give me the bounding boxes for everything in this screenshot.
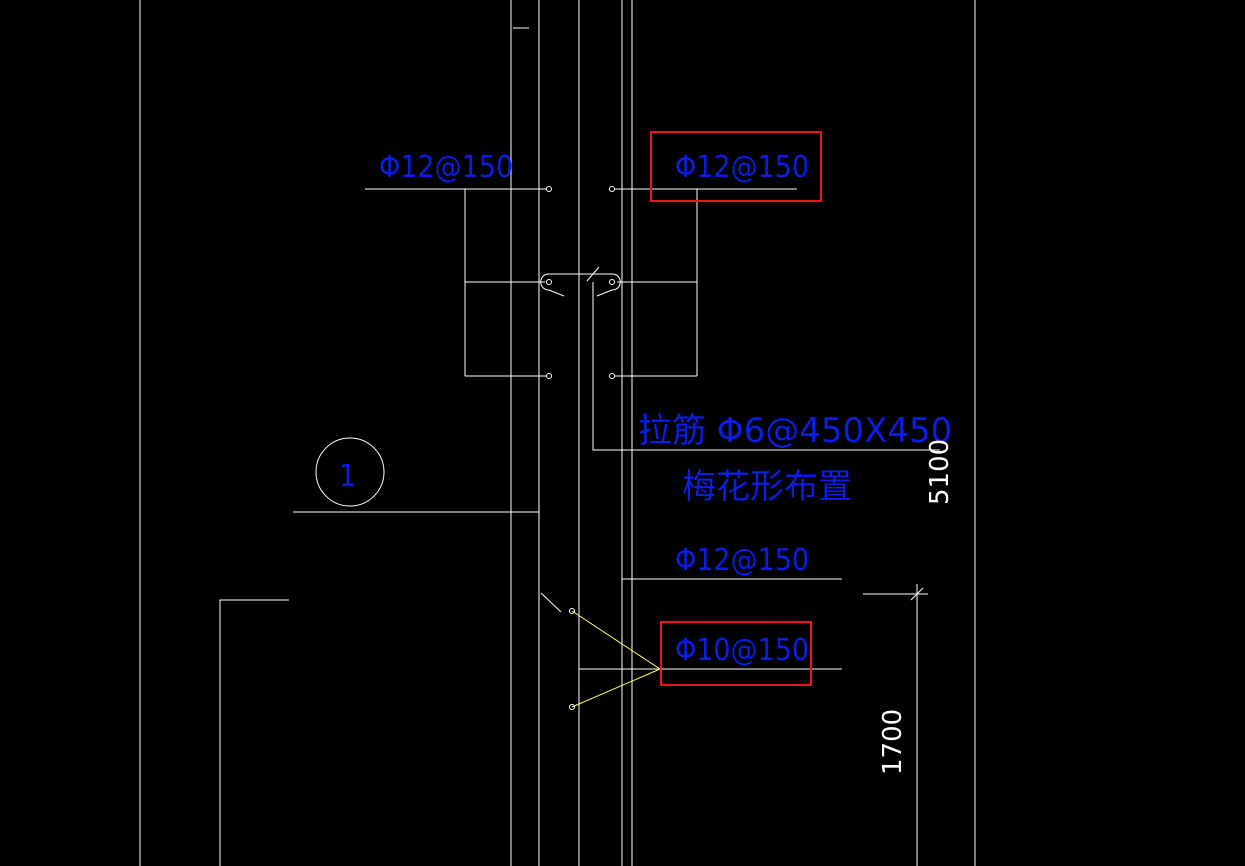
rebar-label-lower-right: Φ10@150 [675,633,809,668]
tie-layout-label: 梅花形布置 [682,467,852,507]
dimension-lower-label: 1700 [878,709,908,775]
highlight-box-top [650,131,822,202]
rebar-label-top-left: Φ12@150 [379,150,513,185]
rebar-dot [546,373,552,379]
tie-bar-label: 拉筋 Φ6@450X450 [638,411,952,451]
rebar-dot [546,186,552,192]
leader-upper [571,610,661,670]
step-outline [219,599,289,866]
tie-slash [586,266,600,282]
highlight-box-lower [660,621,812,686]
section-mark-circle [315,437,385,507]
rebar-dot [609,279,615,285]
rebar-dot [609,186,615,192]
dimension-tick [910,587,924,601]
section-mark-number: 1 [339,459,356,494]
tie-hook-right [596,273,621,297]
diagonal-tick [540,592,562,613]
rebar-dot [546,279,552,285]
leader-lower [571,668,661,708]
tie-hook-left [540,273,565,297]
dimension-upper-label: 5100 [925,439,955,505]
tie-leader [592,282,940,451]
rebar-label-mid-right: Φ12@150 [675,543,809,578]
rebar-dot [609,373,615,379]
rebar-label-top-right: Φ12@150 [675,150,809,185]
